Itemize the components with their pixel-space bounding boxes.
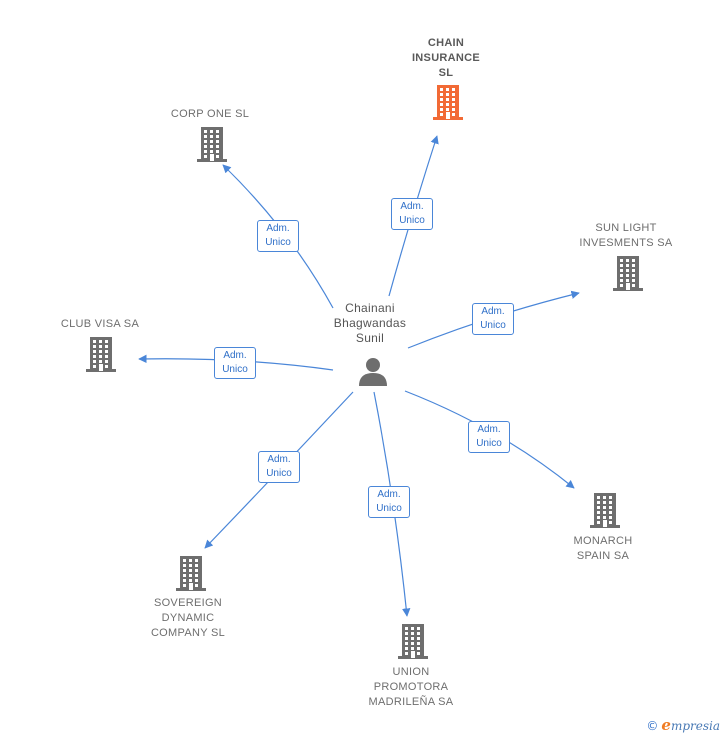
- company-name-monarch[interactable]: MONARCH SPAIN SA: [573, 535, 633, 562]
- relation-label: Adm.Unico: [257, 220, 299, 252]
- building-icon[interactable]: [611, 254, 645, 292]
- company-name-sun-light[interactable]: SUN LIGHT INVESMENTS SA: [579, 222, 673, 249]
- relation-label: Adm.Unico: [472, 303, 514, 335]
- company-name-sovereign[interactable]: SOVEREIGN DYNAMIC COMPANY SL: [150, 597, 226, 639]
- relation-label: Adm.Unico: [214, 347, 256, 379]
- company-name-corp-one[interactable]: CORP ONE SL: [170, 108, 250, 120]
- relation-label: Adm.Unico: [468, 421, 510, 453]
- empresia-logo: ©empresia: [646, 716, 720, 734]
- company-name-club-visa[interactable]: CLUB VISA SA: [60, 318, 140, 330]
- relation-label: Adm.Unico: [368, 486, 410, 518]
- relation-label: Adm.Unico: [391, 198, 433, 230]
- building-icon[interactable]: [431, 83, 465, 121]
- building-icon[interactable]: [396, 622, 430, 660]
- relation-label: Adm.Unico: [258, 451, 300, 483]
- company-name-union[interactable]: UNION PROMOTORA MADRILEÑA SA: [368, 666, 454, 708]
- building-icon[interactable]: [174, 554, 208, 592]
- building-icon[interactable]: [588, 491, 622, 529]
- building-icon[interactable]: [195, 125, 229, 163]
- copyright-symbol: ©: [646, 719, 659, 733]
- person-name[interactable]: Chainani Bhagwandas Sunil: [333, 301, 407, 345]
- person-icon[interactable]: [358, 356, 388, 386]
- building-icon[interactable]: [84, 335, 118, 373]
- company-name-chain-insurance[interactable]: CHAIN INSURANCE SL: [411, 37, 481, 79]
